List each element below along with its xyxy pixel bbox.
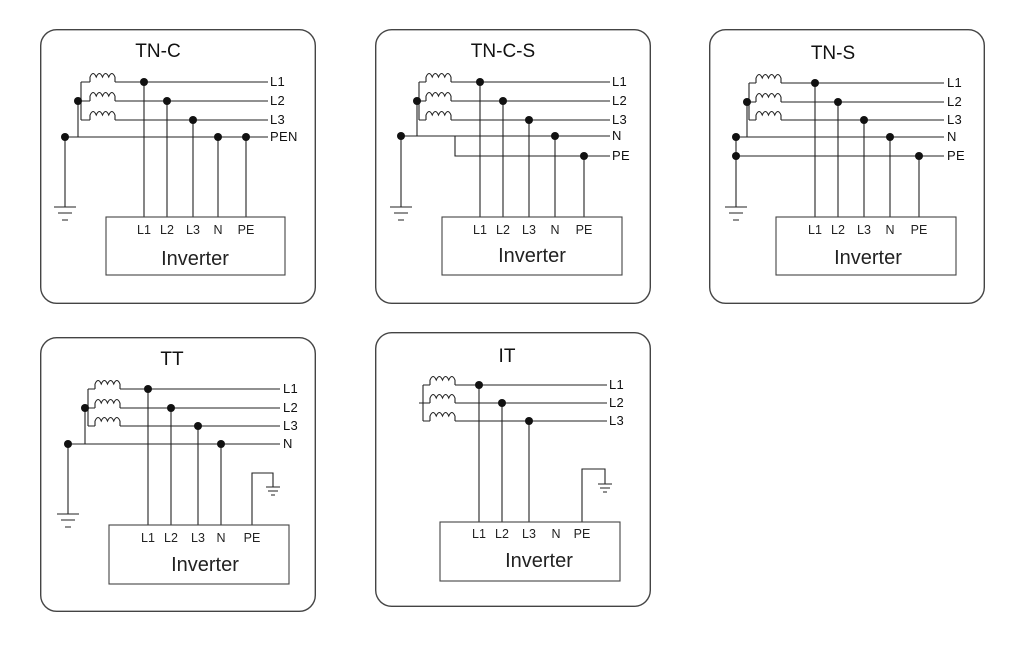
panel-title: TN-S [811, 43, 855, 64]
inverter-box [441, 216, 623, 276]
line-label-l1: L1 [612, 74, 627, 89]
line-label-l1: L1 [609, 377, 624, 392]
terminal-l1: L1 [141, 531, 155, 545]
terminal-l1: L1 [808, 223, 822, 237]
inverter-box [439, 521, 621, 582]
line-label-l3: L3 [270, 112, 285, 127]
line-label-pe: PE [947, 148, 965, 163]
inverter-box [108, 524, 290, 585]
inverter-label: Inverter [505, 550, 573, 572]
transformer-coils [755, 73, 782, 120]
line-label-l2: L2 [609, 395, 624, 410]
line-label-l2: L2 [947, 94, 962, 109]
transformer-coils [89, 72, 116, 120]
inverter-label: Inverter [171, 554, 239, 576]
inverter-label: Inverter [498, 245, 566, 267]
terminal-n: N [216, 531, 225, 545]
terminal-l3: L3 [857, 223, 871, 237]
inverter-label: Inverter [161, 248, 229, 270]
line-label-l1: L1 [283, 381, 298, 396]
line-label-l3: L3 [609, 413, 624, 428]
terminal-n: N [551, 527, 560, 541]
line-label-l1: L1 [947, 75, 962, 90]
panel-title: TT [160, 349, 184, 370]
panel-title: TN-C-S [471, 41, 535, 62]
panel-tn-c: TN-C L1 L2 L3 PEN [39, 28, 317, 305]
it-diagram: IT L1 L2 L3 L1 L2 L3 N PE Inverter [374, 331, 652, 608]
terminal-l1: L1 [137, 223, 151, 237]
junction-dots [732, 79, 923, 160]
panel-title: TN-C [135, 41, 180, 62]
panel-tn-c-s: TN-C-S L1 L2 L3 [374, 28, 652, 305]
line-label-l2: L2 [283, 400, 298, 415]
line-label-n: N [612, 128, 622, 143]
inverter-label: Inverter [834, 247, 902, 269]
terminal-n: N [550, 223, 559, 237]
terminal-pe: PE [238, 223, 255, 237]
panel-title: IT [499, 346, 516, 367]
wiring [419, 384, 612, 522]
inverter-box [775, 216, 957, 276]
terminal-pe: PE [244, 531, 261, 545]
terminal-l1: L1 [473, 223, 487, 237]
terminal-pe: PE [911, 223, 928, 237]
line-label-l3: L3 [612, 112, 627, 127]
terminal-l2: L2 [495, 527, 509, 541]
terminal-pe: PE [574, 527, 591, 541]
junction-dots [475, 381, 533, 425]
transformer-coils [94, 379, 121, 426]
line-label-l2: L2 [612, 93, 627, 108]
line-label-l3: L3 [947, 112, 962, 127]
panel-it: IT L1 L2 L3 L1 L2 L3 N PE Inverter [374, 331, 652, 608]
terminal-l3: L3 [191, 531, 205, 545]
terminal-l2: L2 [160, 223, 174, 237]
line-label-l2: L2 [270, 93, 285, 108]
transformer-coils [429, 375, 456, 421]
terminal-pe: PE [576, 223, 593, 237]
ground-symbol [54, 206, 76, 221]
ground-symbol [725, 206, 747, 221]
tn-s-diagram: TN-S L1 L2 [708, 28, 986, 305]
terminal-n: N [213, 223, 222, 237]
line-label-n: N [283, 436, 293, 451]
panel-tn-s: TN-S L1 L2 [708, 28, 986, 305]
terminal-l2: L2 [496, 223, 510, 237]
line-label-pe: PE [612, 148, 630, 163]
line-label-n: N [947, 129, 957, 144]
ground-symbol [57, 513, 79, 528]
line-label-l1: L1 [270, 74, 285, 89]
terminal-l2: L2 [164, 531, 178, 545]
panel-tt: TT L1 L2 L3 [39, 336, 317, 613]
transformer-coils [425, 72, 452, 120]
junction-dots [61, 78, 250, 141]
junction-dots [397, 78, 588, 160]
inverter-box [105, 216, 286, 276]
terminal-l3: L3 [186, 223, 200, 237]
tn-c-diagram: TN-C L1 L2 L3 PEN [39, 28, 317, 305]
ground-symbol [390, 206, 412, 221]
wiring [67, 388, 280, 525]
tt-diagram: TT L1 L2 L3 [39, 336, 317, 613]
terminal-l1: L1 [472, 527, 486, 541]
tn-c-s-diagram: TN-C-S L1 L2 L3 [374, 28, 652, 305]
terminal-n: N [885, 223, 894, 237]
junction-dots [64, 385, 225, 448]
terminal-l3: L3 [522, 527, 536, 541]
terminal-l3: L3 [522, 223, 536, 237]
terminal-l2: L2 [831, 223, 845, 237]
line-label-l3: L3 [283, 418, 298, 433]
line-label-pen: PEN [270, 129, 298, 144]
